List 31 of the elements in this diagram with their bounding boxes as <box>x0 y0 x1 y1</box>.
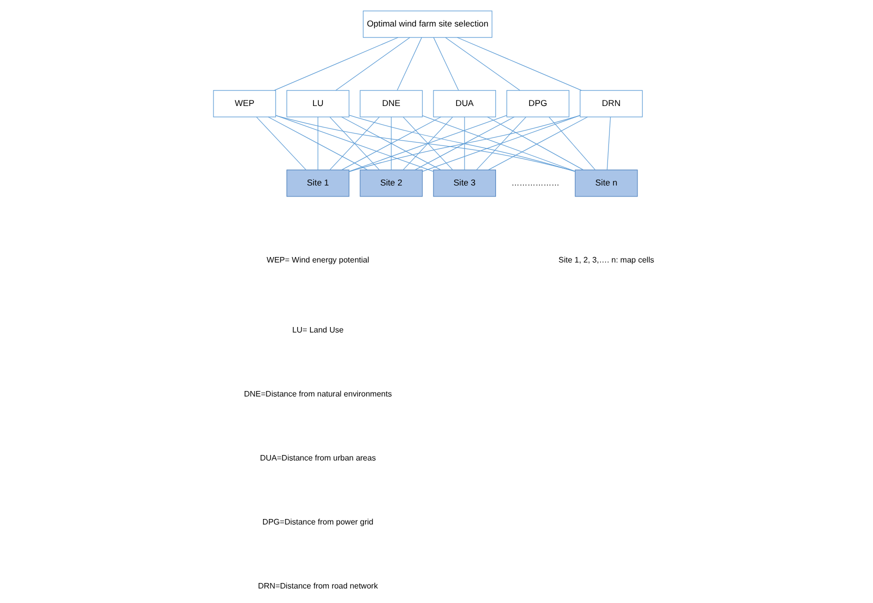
connector <box>340 116 441 170</box>
connector <box>396 37 422 91</box>
connector <box>456 37 582 91</box>
connector <box>402 116 452 170</box>
node-box: DNE <box>359 90 422 118</box>
connector <box>432 37 458 91</box>
node-box: DUA <box>432 90 496 118</box>
node-box: Site 1 <box>286 170 349 197</box>
node-box: Site 3 <box>432 170 496 197</box>
connector <box>548 116 595 170</box>
connector <box>348 115 506 172</box>
connector <box>256 116 306 170</box>
connector <box>275 115 434 172</box>
connector <box>414 116 514 170</box>
connector <box>390 116 392 170</box>
node-box: DRN <box>579 90 642 118</box>
node-box: WEP <box>212 90 276 118</box>
node-box: DPG <box>506 90 569 118</box>
connector <box>273 37 398 91</box>
connector <box>334 37 410 91</box>
connector <box>268 116 368 170</box>
connector <box>275 115 575 172</box>
node-box: Site 2 <box>359 170 422 197</box>
connector <box>317 116 318 170</box>
node-box: Optimal wind farm site selection <box>362 10 492 38</box>
node-box: LU <box>286 90 349 118</box>
connector <box>329 116 380 170</box>
node-box: Site n <box>574 170 638 197</box>
connector <box>606 116 610 170</box>
connector <box>444 37 520 91</box>
connector <box>476 116 526 170</box>
